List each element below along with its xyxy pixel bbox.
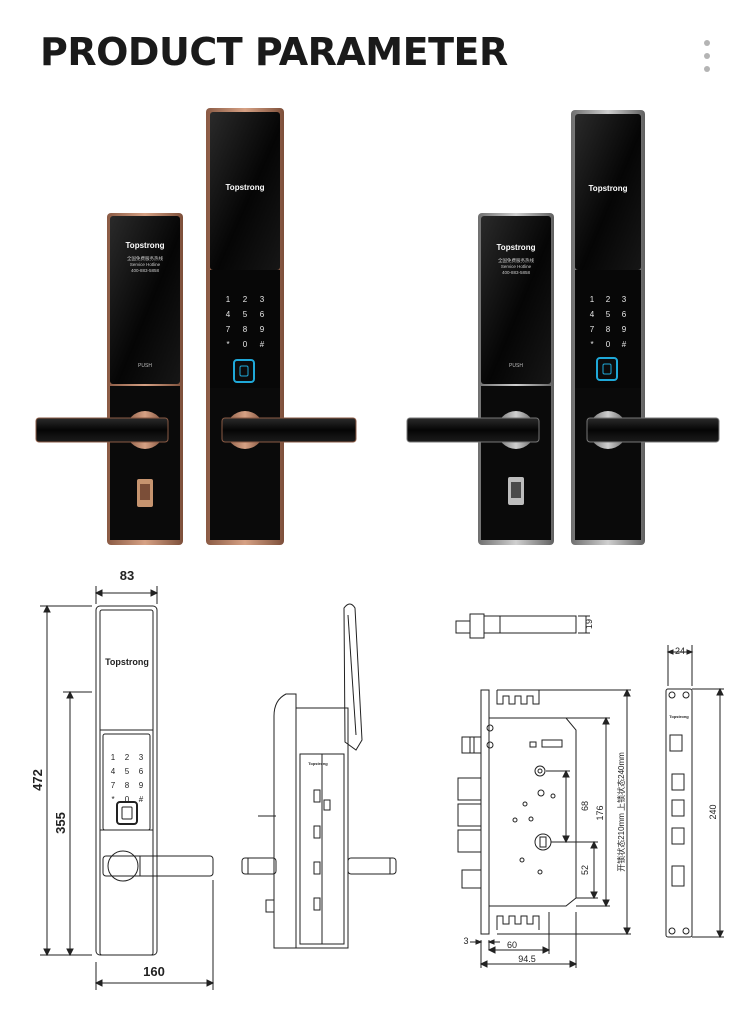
page-title: PRODUCT PARAMETER xyxy=(40,30,508,74)
brand-logo-text: Topstrong xyxy=(226,183,265,192)
keypad-key: 5 xyxy=(125,767,130,776)
keypad-key: 0 xyxy=(243,340,248,349)
technical-drawing-front xyxy=(40,586,215,990)
dim-bolt-19: 19 xyxy=(584,619,594,629)
dim-faceplate-240: 240 xyxy=(708,804,718,819)
keypad-key: 8 xyxy=(243,325,248,334)
dim-faceplate-24: 24 xyxy=(675,646,685,656)
keypad: 1 2 3 4 5 6 7 8 9 * 0 # xyxy=(226,295,265,349)
dim-width-160: 160 xyxy=(143,964,165,979)
keypad-key: # xyxy=(622,340,627,349)
brand-logo-text: Topstrong xyxy=(126,241,165,250)
keypad-key: * xyxy=(590,340,593,349)
keypad-key: 2 xyxy=(243,295,248,304)
keypad-key: 1 xyxy=(111,753,116,762)
service-cn-text: 全国免费服务热线 xyxy=(498,257,534,264)
outside-handle xyxy=(221,411,357,449)
technical-drawing-faceplate xyxy=(665,645,724,939)
keypad-key: 7 xyxy=(226,325,231,334)
keypad-key: * xyxy=(111,795,114,804)
service-en-text: Service Hotline xyxy=(130,262,161,267)
keypad-key: 4 xyxy=(590,310,595,319)
keypad-key: # xyxy=(139,795,144,804)
outside-panel: Topstrong 1 2 3 4 5 6 7 8 9 * 0 # xyxy=(206,108,284,545)
mortise-state-note: 开锁状态210mm 上锁状态240mm xyxy=(616,752,626,872)
phone-text: 400-883-5858 xyxy=(131,268,160,273)
keypad-key: 0 xyxy=(606,340,611,349)
brand-logo-text: Topstrong xyxy=(105,657,149,667)
dim-width-83: 83 xyxy=(120,568,134,583)
brand-logo-text: Topstrong xyxy=(669,714,689,719)
dim-mortise-3: 3 xyxy=(463,936,468,946)
dim-mortise-94-5: 94.5 xyxy=(518,954,536,964)
keypad-key: 5 xyxy=(606,310,611,319)
inside-panel: Topstrong 全国免费服务热线 Service Hotline 400-8… xyxy=(107,213,183,545)
keypad-key: 3 xyxy=(260,295,265,304)
keypad-key: 1 xyxy=(590,295,595,304)
service-en-text: Service Hotline xyxy=(501,264,532,269)
keypad-key: 2 xyxy=(606,295,611,304)
keypad-key: 4 xyxy=(111,767,116,776)
keypad-key: 2 xyxy=(125,753,130,762)
phone-text: 400-883-5858 xyxy=(502,270,531,275)
dim-mortise-52: 52 xyxy=(580,865,590,875)
dim-mortise-68: 68 xyxy=(580,801,590,811)
dim-mortise-60: 60 xyxy=(507,940,517,950)
keypad-key: 9 xyxy=(139,781,144,790)
keypad-key: 4 xyxy=(226,310,231,319)
keypad-key: 7 xyxy=(590,325,595,334)
kebab-menu-icon[interactable] xyxy=(694,36,720,76)
keypad-key: 5 xyxy=(243,310,248,319)
keypad-key: 7 xyxy=(111,781,116,790)
technical-drawing-bolt xyxy=(455,613,590,639)
keypad-key: 3 xyxy=(622,295,627,304)
keypad-key: # xyxy=(260,340,265,349)
keypad-key: 8 xyxy=(606,325,611,334)
keypad-key: 9 xyxy=(622,325,627,334)
keypad-key: 6 xyxy=(139,767,144,776)
dim-mortise-176: 176 xyxy=(595,805,605,820)
keypad-key: 9 xyxy=(260,325,265,334)
keypad-key: 1 xyxy=(226,295,231,304)
outside-panel: Topstrong 1 2 3 4 5 6 7 8 9 * 0 # xyxy=(571,110,645,545)
product-silver: Topstrong 全国免费服务热线 Service Hotline 400-8… xyxy=(406,110,720,545)
inside-handle xyxy=(35,411,169,449)
inside-handle xyxy=(406,411,540,449)
keypad: 1 2 3 4 5 6 7 8 9 * 0 # xyxy=(590,295,627,349)
push-label: PUSH xyxy=(138,363,152,369)
fingerprint-sensor-icon xyxy=(233,359,255,383)
keypad-key: 3 xyxy=(139,753,144,762)
brand-logo-text: Topstrong xyxy=(497,243,536,252)
keypad-key: 6 xyxy=(622,310,627,319)
brand-logo-text: Topstrong xyxy=(308,761,328,766)
push-label: PUSH xyxy=(509,363,523,369)
dim-height-355: 355 xyxy=(53,812,68,834)
dim-height-472: 472 xyxy=(30,769,45,791)
product-rose-gold: Topstrong 全国免费服务热线 Service Hotline 400-8… xyxy=(35,108,357,545)
keypad-key: 0 xyxy=(125,795,130,804)
service-cn-text: 全国免费服务热线 xyxy=(127,255,163,262)
technical-drawing-mortise xyxy=(457,688,631,968)
technical-drawing-side xyxy=(241,603,397,949)
fingerprint-sensor-icon xyxy=(596,357,618,381)
keypad-key: * xyxy=(226,340,229,349)
brand-logo-text: Topstrong xyxy=(589,184,628,193)
keypad-key: 6 xyxy=(260,310,265,319)
keypad-key: 8 xyxy=(125,781,130,790)
outside-handle xyxy=(586,411,720,449)
inside-panel: Topstrong 全国免费服务热线 Service Hotline 400-8… xyxy=(478,213,554,545)
